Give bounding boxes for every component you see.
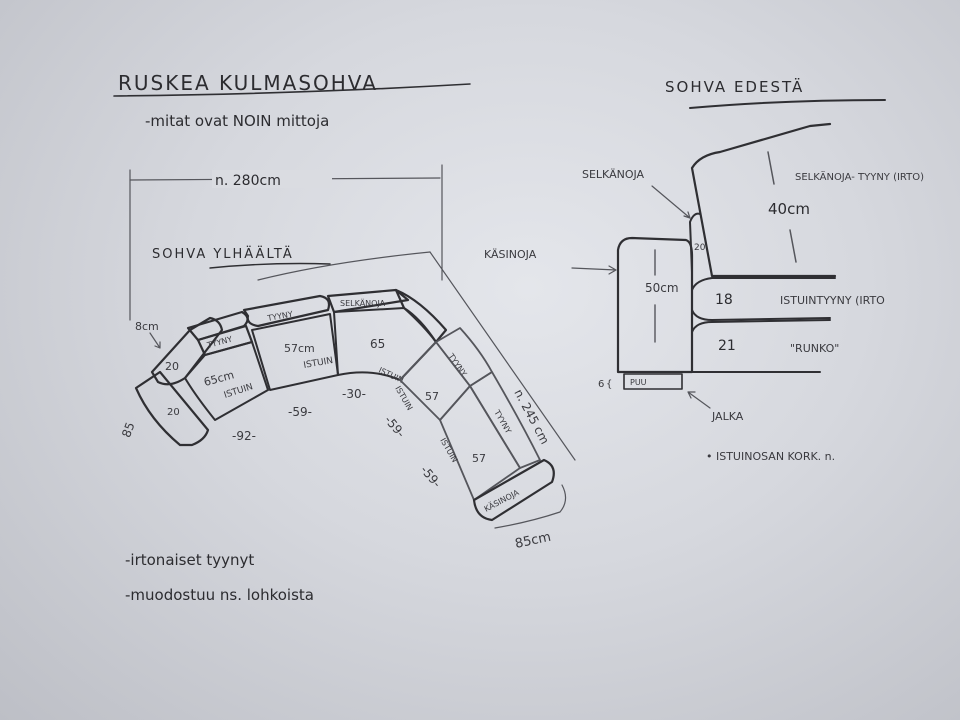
front-width-5: -59- [418,463,444,490]
backrest-cushion-height: 40cm [768,200,810,218]
wood-leg [623,373,683,390]
cushion-3-label: TYYNY [446,351,469,378]
back-cushion-2 [242,294,331,328]
seat-1-label: ISTUIN [223,382,254,401]
arrow-icon [149,332,161,349]
armrest-width-label-2: 20 [167,407,180,418]
top-view-heading-underline [209,262,331,269]
back-cushion-4 [469,371,541,469]
backrest-label: SELKÄNOJA [340,298,386,308]
leg-material: PUU [630,378,647,387]
top-view-drawing: n. 280cm SOHVA YLHÄÄLTÄ 20 20 8cm 85 TYY… [119,164,576,552]
backrest-cushion [690,122,837,278]
armrest-front [616,236,694,374]
notes-block: -irtonaiset tyynyt -muodostuu ns. lohkoi… [125,551,314,604]
seat-3-label: ISTUIN [393,385,414,412]
front-width-3: -30- [342,387,366,401]
seat-cushion [691,277,836,321]
front-view-drawing: SOHVA EDESTÄ 40cm SELKÄNOJA- TYYNY (IRTO… [484,77,924,463]
backrest-cushion-label-text: SELKÄNOJA- TYYNY (IRTO) [795,170,924,183]
seat-height-note: • ISTUINOSAN KORK. n. [706,450,835,463]
armrest-height: 50cm [645,281,679,295]
seat-1-depth: 65cm [202,368,235,389]
seat-cushion-label: ISTUINTYYNY (IRTO [780,294,885,307]
cushion-height-tick-top [767,151,775,185]
title-block: RUSKEA KULMASOHVA -mitat ovat NOIN mitto… [113,71,471,130]
leg-brace: { [606,379,612,390]
seat-2-depth: 57cm [284,342,315,355]
corner-depth: 65 [370,337,385,351]
front-view-heading: SOHVA EDESTÄ [665,77,804,96]
front-width-4: -59- [382,413,408,440]
seat-4-label: ISTUIN [438,437,459,464]
armrest-label: KÄSINOJA [484,248,537,261]
seat-4 [439,385,521,501]
end-armrest [472,458,555,522]
dimension-label-bg [212,170,332,188]
back-guide-line [257,251,431,281]
overall-width-label: n. 280cm [215,173,281,189]
note-2: -muodostuu ns. lohkoista [125,586,314,604]
left-depth-label: 85 [119,420,137,439]
backrest-cushion-label: SELKÄNOJA- TYYNY (IRTO) [795,170,924,183]
backrest-arrow-icon [651,185,691,219]
depth-brace [494,484,567,529]
armrest-size-label: 8cm [135,320,159,333]
seat-4-depth: 57 [472,452,486,465]
armrest-arrow-icon [571,265,617,275]
armrest-width-label-1: 20 [165,360,179,373]
front-width-1: -92- [232,429,256,443]
front-width-2: -59- [288,405,312,419]
title-underline [113,83,471,97]
backrest-corner [326,288,410,314]
left-armrest-base [134,370,210,447]
seat-3-depth: 57 [425,390,439,403]
side-dimension-line [429,251,576,461]
page-title: RUSKEA KULMASOHVA [118,71,378,95]
leg-arrow-icon [687,391,711,409]
leg-label: JALKA [711,410,744,423]
seat-2-label: ISTUIN [303,356,334,371]
backrest-label: SELKÄNOJA [582,168,645,181]
leg-height: 6 [598,379,604,390]
right-depth-label: 85cm [514,530,553,552]
seat-1 [184,341,269,421]
seat-cushion-height: 18 [715,292,733,308]
backrest [689,212,701,273]
backrest-height: 20 [694,243,706,253]
corner-label: ISTUIN [377,366,405,385]
frame [691,319,831,373]
subtitle: -mitat ovat NOIN mittoja [145,112,329,130]
note-1: -irtonaiset tyynyt [125,551,254,569]
frame-height: 21 [718,338,736,354]
front-view-heading-underline [689,99,886,109]
frame-label: "RUNKO" [790,342,839,355]
top-view-heading: SOHVA YLHÄÄLTÄ [152,246,294,262]
left-armrest [150,316,224,386]
cushion-height-tick-bottom [789,229,797,263]
cushion-4-label: TYYNY [492,408,513,436]
backrest-diagonal [394,288,448,344]
